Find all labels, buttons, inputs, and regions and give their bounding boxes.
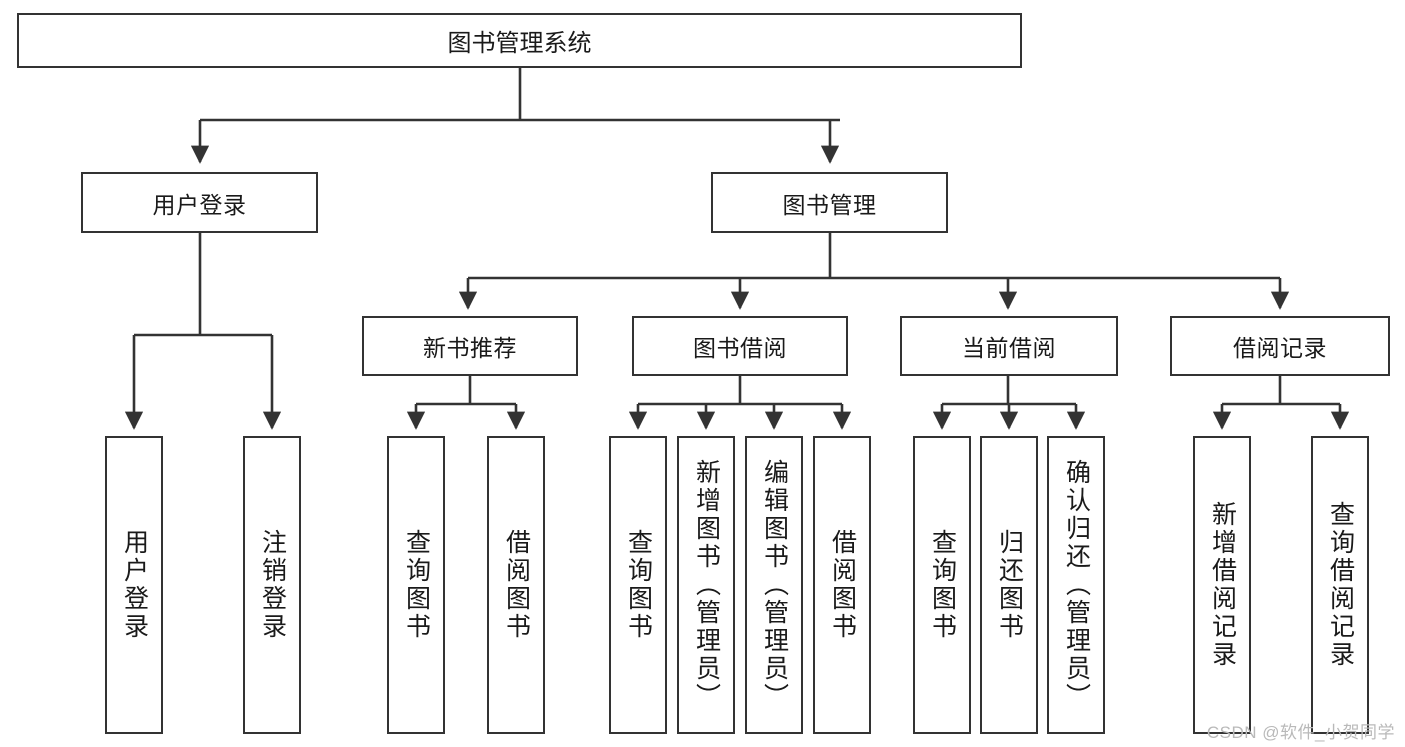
node-label: 新增图书（管理员）: [692, 459, 721, 711]
node-label: 借阅图书: [502, 529, 531, 641]
node-label: 用户登录: [152, 191, 247, 218]
node-label: 查询图书: [624, 529, 653, 641]
node-label: 查询借阅记录: [1326, 501, 1355, 669]
leaf-query-record[interactable]: 查询借阅记录: [1311, 436, 1369, 734]
node-label: 用户登录: [120, 529, 149, 641]
node-label: 新书推荐: [423, 335, 517, 361]
node-user-login[interactable]: 用户登录: [81, 172, 318, 233]
node-label: 查询图书: [928, 529, 957, 641]
node-label: 确认归还（管理员）: [1062, 459, 1091, 711]
node-label: 归还图书: [995, 529, 1024, 641]
leaf-user-logout[interactable]: 注销登录: [243, 436, 301, 734]
node-label: 借阅图书: [828, 529, 857, 641]
leaf-borrow-book-2[interactable]: 借阅图书: [813, 436, 871, 734]
node-label: 图书借阅: [693, 335, 787, 361]
node-book-borrow[interactable]: 图书借阅: [632, 316, 848, 376]
node-label: 注销登录: [258, 529, 287, 641]
node-current-borrow[interactable]: 当前借阅: [900, 316, 1118, 376]
node-label: 借阅记录: [1233, 335, 1327, 361]
node-new-book-recommend[interactable]: 新书推荐: [362, 316, 578, 376]
node-label: 当前借阅: [962, 335, 1056, 361]
leaf-add-book[interactable]: 新增图书（管理员）: [677, 436, 735, 734]
leaf-query-book-1[interactable]: 查询图书: [387, 436, 445, 734]
leaf-edit-book[interactable]: 编辑图书（管理员）: [745, 436, 803, 734]
node-borrow-record[interactable]: 借阅记录: [1170, 316, 1390, 376]
leaf-borrow-book-1[interactable]: 借阅图书: [487, 436, 545, 734]
leaf-user-login[interactable]: 用户登录: [105, 436, 163, 734]
node-root-system[interactable]: 图书管理系统: [17, 13, 1022, 68]
leaf-add-record[interactable]: 新增借阅记录: [1193, 436, 1251, 734]
node-label: 图书管理系统: [447, 30, 592, 57]
leaf-return-book[interactable]: 归还图书: [980, 436, 1038, 734]
leaf-confirm-return[interactable]: 确认归还（管理员）: [1047, 436, 1105, 734]
node-book-management[interactable]: 图书管理: [711, 172, 948, 233]
csdn-watermark: CSDN @软件_小贺同学: [1206, 723, 1395, 742]
node-label: 图书管理: [782, 191, 877, 218]
node-label: 编辑图书（管理员）: [760, 459, 789, 711]
node-label: 新增借阅记录: [1208, 501, 1237, 669]
node-label: 查询图书: [402, 529, 431, 641]
leaf-query-book-3[interactable]: 查询图书: [913, 436, 971, 734]
leaf-query-book-2[interactable]: 查询图书: [609, 436, 667, 734]
